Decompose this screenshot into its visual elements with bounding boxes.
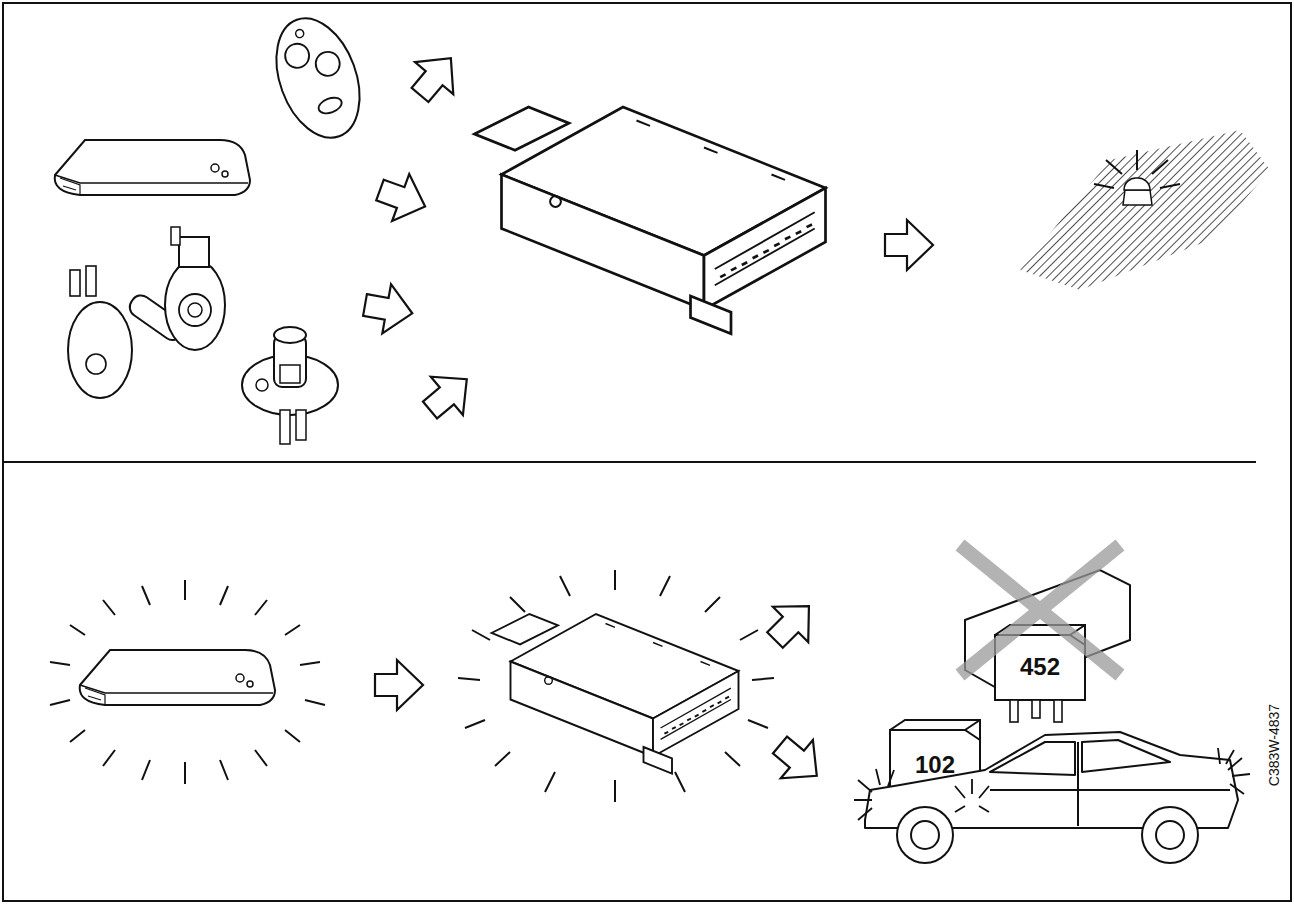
figure-code: C383W-4837	[1267, 704, 1281, 786]
relay-number: 102	[915, 753, 955, 777]
relay-number: 452	[1020, 655, 1060, 679]
